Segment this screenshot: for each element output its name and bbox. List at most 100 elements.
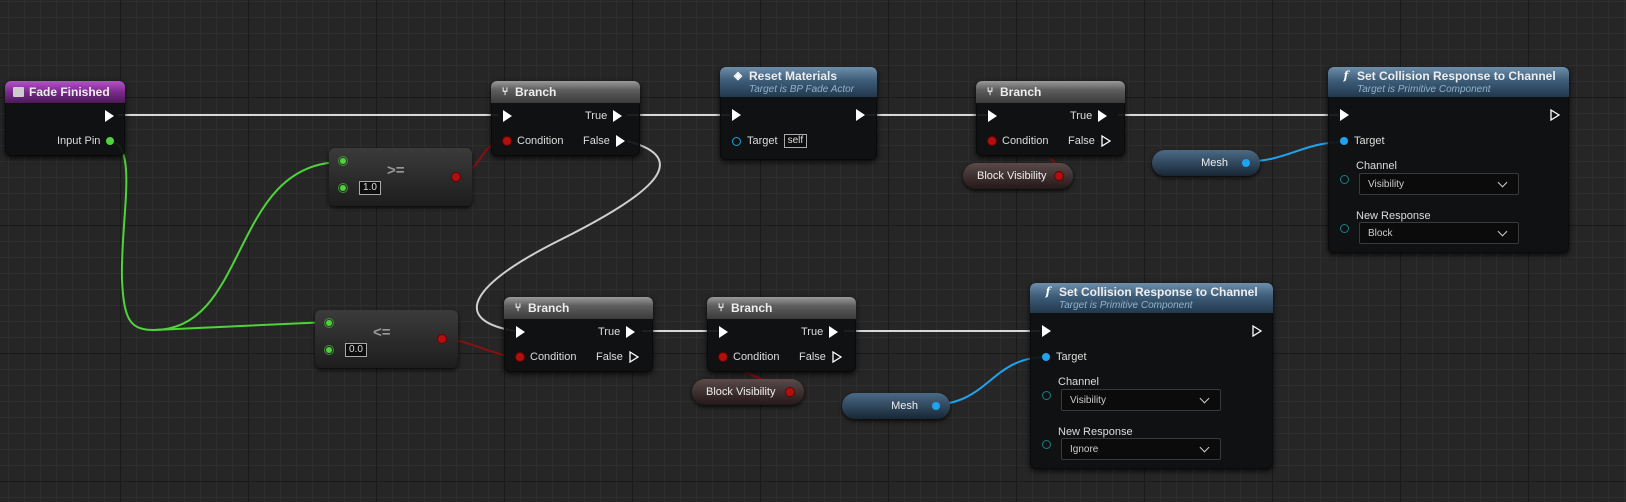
- channel-value: Visibility: [1368, 178, 1404, 190]
- branch-node-3[interactable]: ⑂ Branch True Condition False: [504, 297, 653, 372]
- response-label: New Response: [1356, 210, 1431, 222]
- ge-operator: >=: [387, 162, 405, 179]
- bool-out-pin[interactable]: [438, 335, 446, 343]
- true-label: True: [801, 326, 824, 338]
- le-operator: <=: [373, 324, 391, 341]
- float-in-pin-a[interactable]: [338, 156, 348, 166]
- exec-out-pin[interactable]: [105, 110, 114, 122]
- true-pin[interactable]: True: [801, 326, 839, 338]
- branch-title: Branch: [515, 85, 557, 99]
- float-in-pin-b[interactable]: [324, 345, 334, 355]
- exec-in-pin[interactable]: [503, 110, 512, 122]
- chevron-down-icon: [1199, 442, 1210, 453]
- false-label: False: [583, 135, 610, 147]
- target-label: Target: [1056, 351, 1087, 363]
- exec-in-pin[interactable]: [732, 109, 741, 121]
- response-pin[interactable]: [1340, 224, 1349, 233]
- response-pin[interactable]: [1042, 440, 1051, 449]
- exec-out-pin[interactable]: [1252, 325, 1262, 337]
- target-self-field[interactable]: self: [783, 134, 808, 148]
- condition-label: Condition: [733, 351, 780, 363]
- exec-out-pin[interactable]: [856, 109, 865, 121]
- condition-label: Condition: [530, 351, 577, 363]
- branch-node-2[interactable]: ⑂ Branch True Condition False: [976, 81, 1125, 156]
- fade-finished-title: Fade Finished: [29, 85, 110, 99]
- fade-finished-node[interactable]: Fade Finished Input Pin: [5, 81, 125, 156]
- float-in-pin-b[interactable]: [338, 183, 348, 193]
- condition-label: Condition: [1002, 135, 1049, 147]
- bool-out-pin[interactable]: [452, 173, 460, 181]
- reset-materials-header: ◈Reset Materials Target is BP Fade Actor: [720, 67, 877, 97]
- channel-label: Channel: [1356, 160, 1397, 172]
- exec-in-pin[interactable]: [719, 326, 728, 338]
- branch-header: ⑂ Branch: [504, 297, 653, 319]
- false-label: False: [1068, 135, 1095, 147]
- target-pin[interactable]: Target: [1042, 351, 1087, 363]
- block-visibility-getter-1[interactable]: Block Visibility: [963, 163, 1073, 189]
- block-visibility-getter-2[interactable]: Block Visibility: [692, 379, 804, 405]
- channel-pin[interactable]: [1340, 175, 1349, 184]
- float-pin-icon[interactable]: [106, 137, 115, 145]
- branch-node-1[interactable]: ⑂ Branch True Condition False: [491, 81, 640, 156]
- branch-icon: ⑂: [514, 302, 522, 314]
- branch-node-4[interactable]: ⑂ Branch True Condition False: [707, 297, 856, 372]
- channel-label: Channel: [1058, 376, 1099, 388]
- object-out-pin[interactable]: [932, 402, 940, 410]
- condition-pin[interactable]: Condition: [503, 135, 563, 147]
- branch-header: ⑂ Branch: [707, 297, 856, 319]
- condition-pin[interactable]: Condition: [719, 351, 779, 363]
- false-pin[interactable]: False: [1068, 135, 1111, 147]
- false-pin[interactable]: False: [799, 351, 842, 363]
- le-value-field[interactable]: 0.0: [345, 343, 367, 357]
- set-collision-subtitle: Target is Primitive Component: [1357, 84, 1491, 95]
- exec-out-pin[interactable]: [1550, 109, 1560, 121]
- input-pin-out[interactable]: Input Pin: [57, 135, 115, 147]
- true-pin[interactable]: True: [585, 110, 623, 122]
- response-dropdown[interactable]: Block: [1359, 222, 1519, 244]
- exec-in-pin[interactable]: [1340, 109, 1349, 121]
- mesh-label: Mesh: [891, 400, 918, 412]
- compare-le-node[interactable]: 0.0 <=: [315, 310, 458, 368]
- true-label: True: [1070, 110, 1093, 122]
- bool-out-pin[interactable]: [1055, 172, 1063, 180]
- false-pin[interactable]: False: [583, 135, 625, 147]
- bool-out-pin[interactable]: [786, 388, 794, 396]
- branch-title: Branch: [528, 301, 570, 315]
- exec-in-pin[interactable]: [988, 110, 997, 122]
- exec-in-pin[interactable]: [1042, 325, 1051, 337]
- target-pin[interactable]: Target: [1340, 135, 1385, 147]
- exec-hollow-icon: [832, 351, 842, 363]
- channel-value: Visibility: [1070, 394, 1106, 406]
- chevron-down-icon: [1497, 226, 1508, 237]
- true-pin[interactable]: True: [1070, 110, 1108, 122]
- mesh-getter-1[interactable]: Mesh: [1152, 150, 1260, 176]
- object-out-pin[interactable]: [1242, 159, 1250, 167]
- false-pin[interactable]: False: [596, 351, 639, 363]
- response-dropdown[interactable]: Ignore: [1061, 438, 1221, 460]
- true-pin[interactable]: True: [598, 326, 636, 338]
- channel-dropdown[interactable]: Visibility: [1061, 389, 1221, 411]
- ge-value-field[interactable]: 1.0: [359, 181, 381, 195]
- mesh-getter-2[interactable]: Mesh: [842, 393, 950, 419]
- false-label: False: [596, 351, 623, 363]
- exec-in-pin[interactable]: [516, 326, 525, 338]
- fade-finished-header: Fade Finished: [5, 81, 125, 103]
- compare-ge-node[interactable]: 1.0 >=: [329, 148, 472, 206]
- reset-materials-title: Reset Materials: [749, 69, 838, 83]
- condition-pin[interactable]: Condition: [988, 135, 1048, 147]
- channel-pin[interactable]: [1042, 391, 1051, 400]
- reset-materials-node[interactable]: ◈Reset Materials Target is BP Fade Actor…: [720, 67, 877, 160]
- input-pin-label: Input Pin: [57, 135, 101, 147]
- response-value: Block: [1368, 227, 1393, 239]
- channel-dropdown[interactable]: Visibility: [1359, 173, 1519, 195]
- float-wire: [107, 140, 155, 331]
- branch-icon: ⑂: [986, 86, 994, 98]
- condition-pin[interactable]: Condition: [516, 351, 576, 363]
- branch-icon: ⑂: [717, 302, 725, 314]
- target-label: Target: [1354, 135, 1385, 147]
- float-in-pin-a[interactable]: [324, 318, 334, 328]
